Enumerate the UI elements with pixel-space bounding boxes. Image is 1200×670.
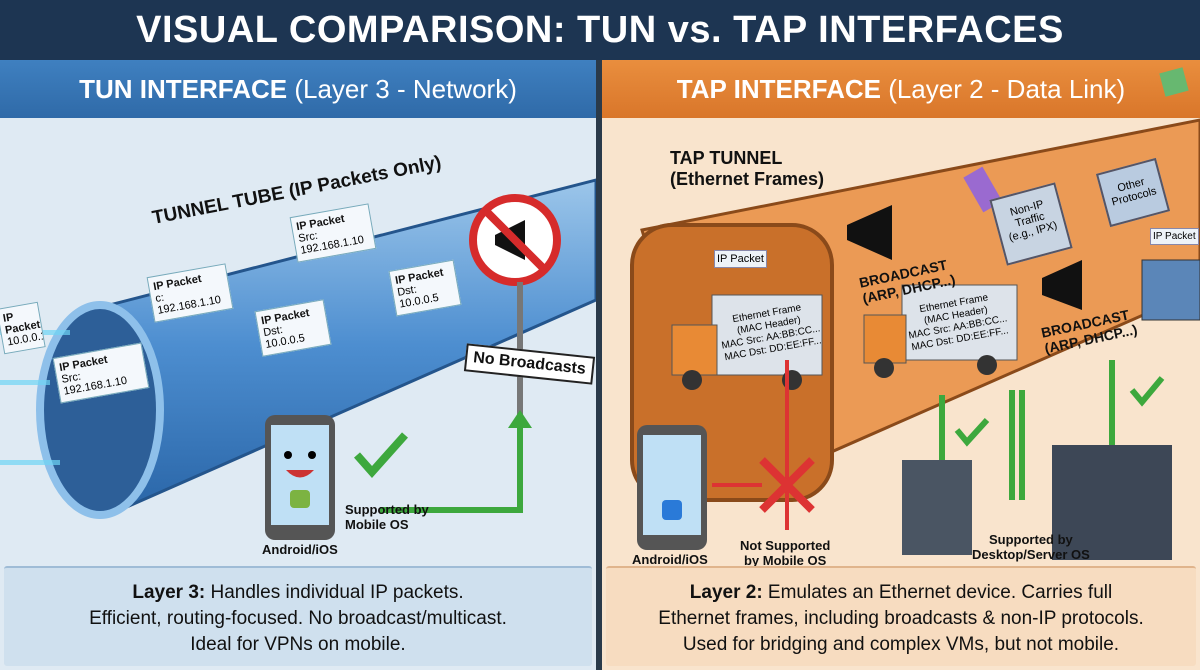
green-block [1159,67,1189,97]
truck-icon [863,284,1018,378]
server-icon [902,445,1172,560]
tap-header-title: TAP INTERFACE [676,74,881,104]
phone-label: Android/iOS [632,552,708,567]
arrow-icon [380,425,523,513]
supported-label: Supported by Mobile OS [345,502,429,532]
tap-header: TAP INTERFACE (Layer 2 - Data Link) [602,60,1200,118]
megaphone-icon [847,205,1082,310]
tun-caption: Layer 3: Handles individual IP packets. … [4,566,592,666]
ip-packet-envelope: IP Packet [714,250,767,268]
arrow-icon [939,360,1115,500]
x-icon [759,457,815,513]
phone-label: Android/iOS [262,542,338,557]
tap-panel: TAP INTERFACE (Layer 2 - Data Link) TAP … [602,60,1200,670]
divider [596,60,602,670]
page-title: VISUAL COMPARISON: TUN vs. TAP INTERFACE… [0,0,1200,60]
tun-header: TUN INTERFACE (Layer 3 - Network) [0,60,596,118]
phone-icon [265,415,335,540]
tun-header-subtitle: (Layer 3 - Network) [287,74,517,104]
megaphone-icon [469,194,561,286]
app-store-icon [662,500,682,520]
phone-icon [637,425,707,550]
tap-header-subtitle: (Layer 2 - Data Link) [880,74,1126,104]
tube-opening [36,301,164,519]
check-icon [954,376,1165,447]
tap-tunnel-label: TAP TUNNEL(Ethernet Frames) [670,148,825,189]
ip-packet-envelope: IP Packet [1150,228,1199,245]
truck-icon [1141,259,1200,321]
tun-panel: TUN INTERFACE (Layer 3 - Network) TUNNEL… [0,60,596,670]
android-icon [290,490,310,508]
check-icon [354,432,408,479]
tap-caption: Layer 2: Emulates an Ethernet device. Ca… [606,566,1196,666]
tun-header-title: TUN INTERFACE [79,74,288,104]
